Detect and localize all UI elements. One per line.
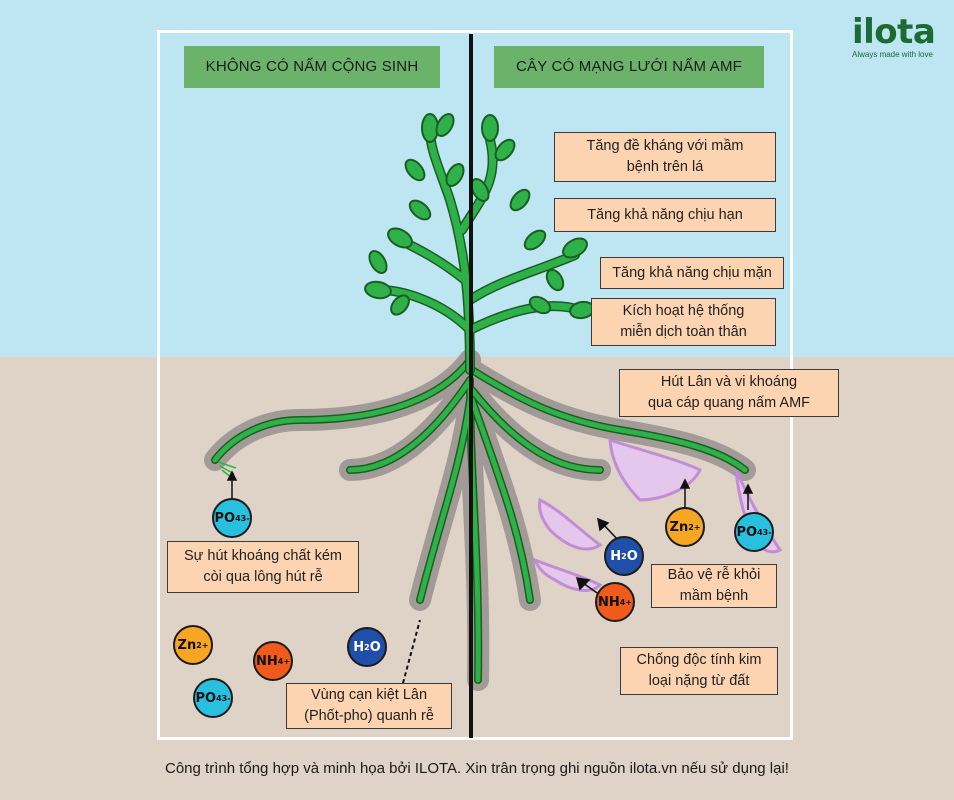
depletion-pointer <box>402 619 421 684</box>
footer-credit: Công trình tổng hợp và minh họa bởi ILOT… <box>165 760 789 777</box>
label-depletion-zone: Vùng cạn kiệt Lân (Phốt-pho) quanh rễ <box>286 683 452 729</box>
label-heavy-metal: Chống độc tính kim loại nặng từ đất <box>620 647 778 695</box>
label-immunity: Kích hoạt hệ thống miễn dịch toàn thân <box>591 298 776 346</box>
label-phosphorus-uptake: Hút Lân và vi khoáng qua cáp quang nấm A… <box>619 369 839 417</box>
plant-leaves <box>364 113 595 320</box>
logo-tagline: Always made with love <box>852 50 933 59</box>
label-poor-absorption: Sự hút khoáng chất kém còi qua lông hút … <box>167 541 359 593</box>
label-disease-resistance: Tăng đề kháng với mầm bệnh trên lá <box>554 132 776 182</box>
logo-wordmark: ilota <box>852 12 936 52</box>
header-left: KHÔNG CÓ NẤM CỘNG SINH <box>184 46 440 88</box>
label-root-protection: Bảo vệ rễ khỏi mầm bệnh <box>651 564 777 608</box>
header-right: CÂY CÓ MẠNG LƯỚI NẤM AMF <box>494 46 764 88</box>
label-salinity: Tăng khả năng chịu mặn <box>600 257 784 289</box>
label-drought: Tăng khả năng chịu hạn <box>554 198 776 232</box>
brand-logo: ilota Always made with love <box>852 14 942 60</box>
